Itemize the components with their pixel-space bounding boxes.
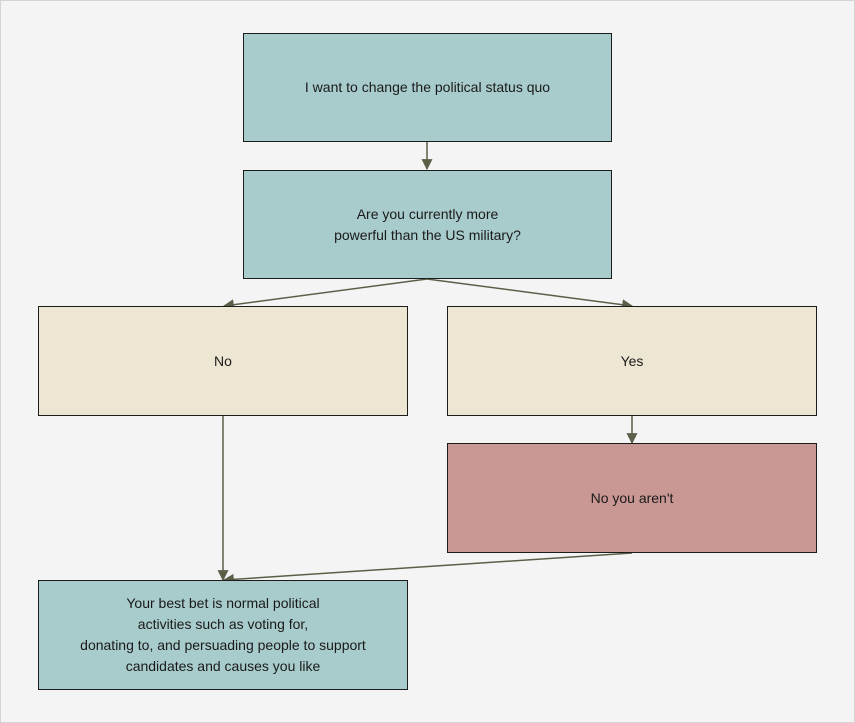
outcome-node: Your best bet is normal political activi… <box>38 580 408 690</box>
arrow-question-to-yes <box>426 278 634 311</box>
rebuttal-text: No you aren't <box>590 489 674 506</box>
answer-yes-node: Yes <box>447 306 817 416</box>
question-node-text: Are you currently more powerful than the… <box>334 205 521 243</box>
outcome-text: Your best bet is normal political activi… <box>80 595 366 674</box>
answer-no-text: No <box>214 352 232 369</box>
arrow-question-to-no <box>222 278 428 311</box>
start-node-text: I want to change the political status qu… <box>304 79 551 95</box>
answer-yes-text: Yes <box>620 352 644 369</box>
arrow-rebuttal-to-outcome <box>222 552 633 585</box>
question-node: Are you currently more powerful than the… <box>243 170 612 279</box>
answer-no-node: No <box>38 306 408 416</box>
start-node: I want to change the political status qu… <box>243 33 612 142</box>
rebuttal-node: No you aren't <box>447 443 817 553</box>
